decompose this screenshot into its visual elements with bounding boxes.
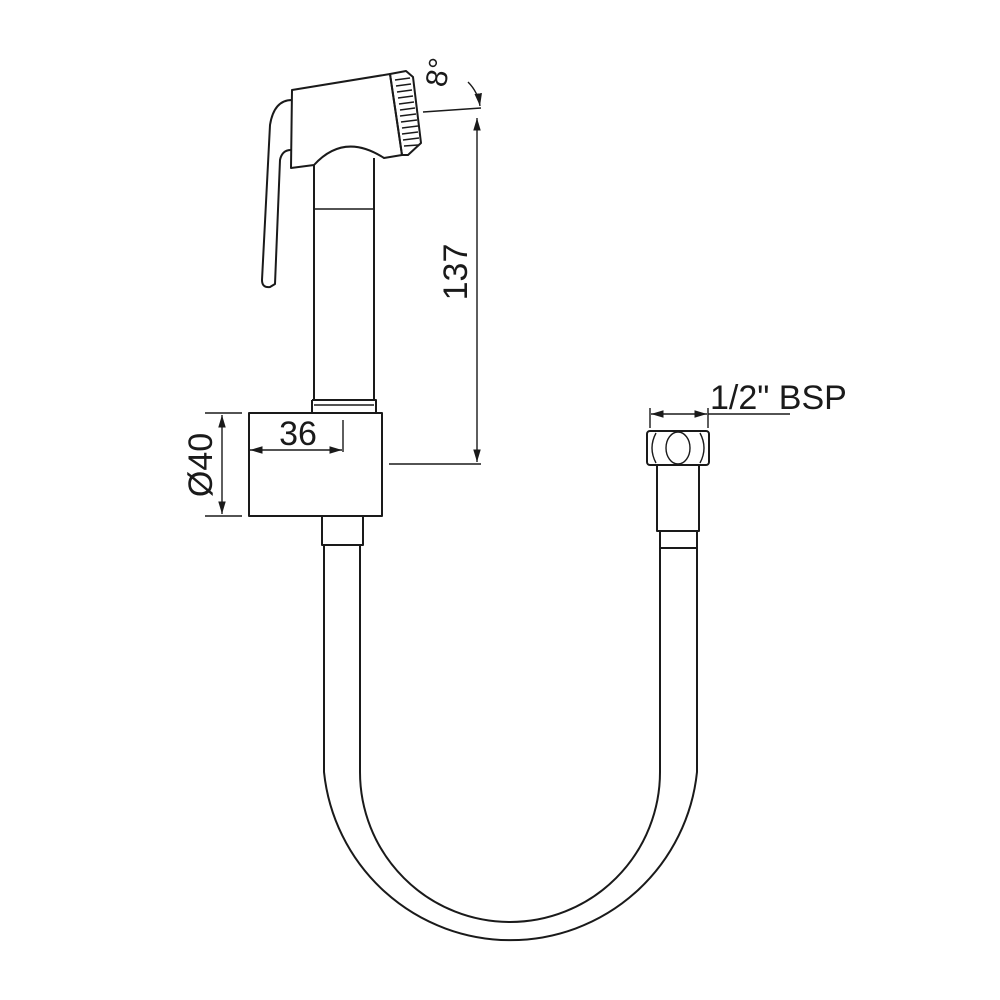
- lever-handle: [261, 99, 293, 289]
- hose-nut-fitting: [646, 430, 710, 549]
- wall-holder-block: [248, 412, 383, 517]
- angle-label: 8°: [420, 55, 457, 89]
- handle-body: [311, 158, 377, 412]
- dimension-thread: 1/2" BSP: [649, 379, 847, 428]
- dimension-height: 137: [389, 107, 482, 465]
- depth-label: 36: [279, 415, 317, 453]
- dimension-diameter: Ø40: [182, 412, 242, 517]
- diameter-label: Ø40: [182, 433, 220, 497]
- knurled-nozzle: [389, 70, 422, 156]
- dimension-angle: 8°: [420, 55, 482, 107]
- dimension-depth: 36: [250, 415, 344, 454]
- height-label: 137: [437, 244, 475, 301]
- thread-label: 1/2" BSP: [710, 379, 847, 417]
- hose: [321, 516, 698, 942]
- spray-head: [261, 70, 422, 289]
